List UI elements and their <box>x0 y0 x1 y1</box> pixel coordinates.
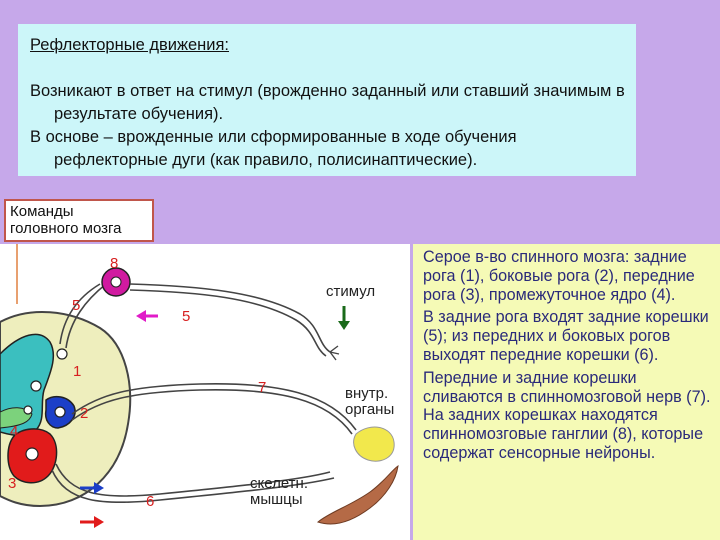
label-organs-2: органы <box>345 401 394 418</box>
header-line-1: Возникают в ответ на стимул (врожденно з… <box>30 82 625 123</box>
skeletal-muscle <box>316 464 399 525</box>
label-organs-1: внутр. <box>345 385 388 402</box>
header-title: Рефлекторные движения: <box>30 36 230 54</box>
info-paragraph-1: Серое в-во спинного мозга: задние рога (… <box>423 248 695 304</box>
viscera-blob <box>353 426 395 462</box>
arrow-down-icon <box>338 306 350 330</box>
label-7: 7 <box>258 379 266 396</box>
label-5-left: 5 <box>72 297 80 314</box>
arrow-left-icon <box>136 310 158 322</box>
spinal-cord-svg: 8 5 5 1 7 2 4 3 6 стимул внутр. органы с… <box>0 244 399 528</box>
header-box: Рефлекторные движения: Возникают в ответ… <box>18 24 636 176</box>
posterior-root <box>59 283 101 345</box>
label-3: 3 <box>8 475 16 492</box>
intermediate-nucleus <box>0 407 33 429</box>
brain-commands-box: Команды головного мозга <box>4 199 154 242</box>
info-box: Серое в-во спинного мозга: задние рога (… <box>413 244 720 540</box>
visceral-nerve <box>71 382 357 431</box>
label-muscle-2: мышцы <box>250 491 303 508</box>
ganglion-icon <box>101 267 131 297</box>
arrow-right-icon <box>80 482 104 528</box>
receptor-endings <box>329 345 340 361</box>
brain-commands-line-2: головного мозга <box>10 220 122 237</box>
label-6: 6 <box>146 493 154 510</box>
label-8: 8 <box>110 255 118 272</box>
neuron-icon <box>23 348 68 461</box>
info-paragraph-2: В задние рога входят задние корешки (5);… <box>423 308 709 364</box>
label-1: 1 <box>73 363 81 380</box>
label-5-right: 5 <box>182 308 190 325</box>
brain-commands-line-1: Команды <box>10 203 74 220</box>
info-paragraph-3: Передние и задние корешки сливаются в сп… <box>423 368 711 462</box>
label-stimul: стимул <box>326 283 375 300</box>
label-2: 2 <box>80 405 88 422</box>
spinal-cord-diagram: 8 5 5 1 7 2 4 3 6 стимул внутр. органы с… <box>0 244 410 540</box>
anterior-root <box>55 463 331 497</box>
label-4: 4 <box>10 423 18 440</box>
spinal-nerve <box>129 283 331 353</box>
header-line-2: В основе – врожденные или сформированные… <box>30 128 517 169</box>
label-muscle-1: скелетн. <box>250 475 308 492</box>
